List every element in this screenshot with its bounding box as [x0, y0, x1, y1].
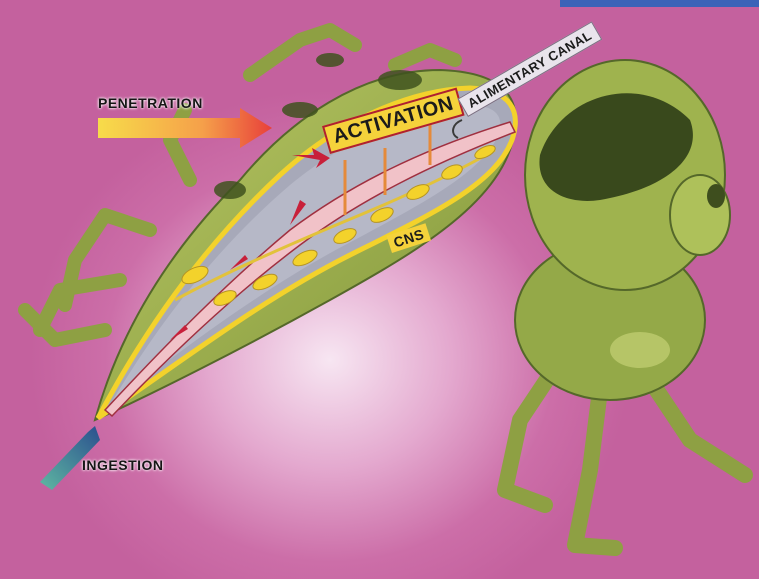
cutaway-insect: [25, 30, 516, 420]
weevil-leg: [575, 390, 615, 548]
insect-leg: [395, 50, 455, 65]
weevil-insect: [505, 60, 745, 548]
insect-leg: [250, 30, 355, 75]
weevil-eye: [707, 184, 725, 208]
weevil-highlight: [610, 332, 670, 368]
penetration-label: PENETRATION: [98, 95, 203, 111]
ingestion-label: INGESTION: [82, 457, 164, 473]
insect-leg: [40, 280, 120, 330]
weevil-leg: [650, 380, 745, 475]
